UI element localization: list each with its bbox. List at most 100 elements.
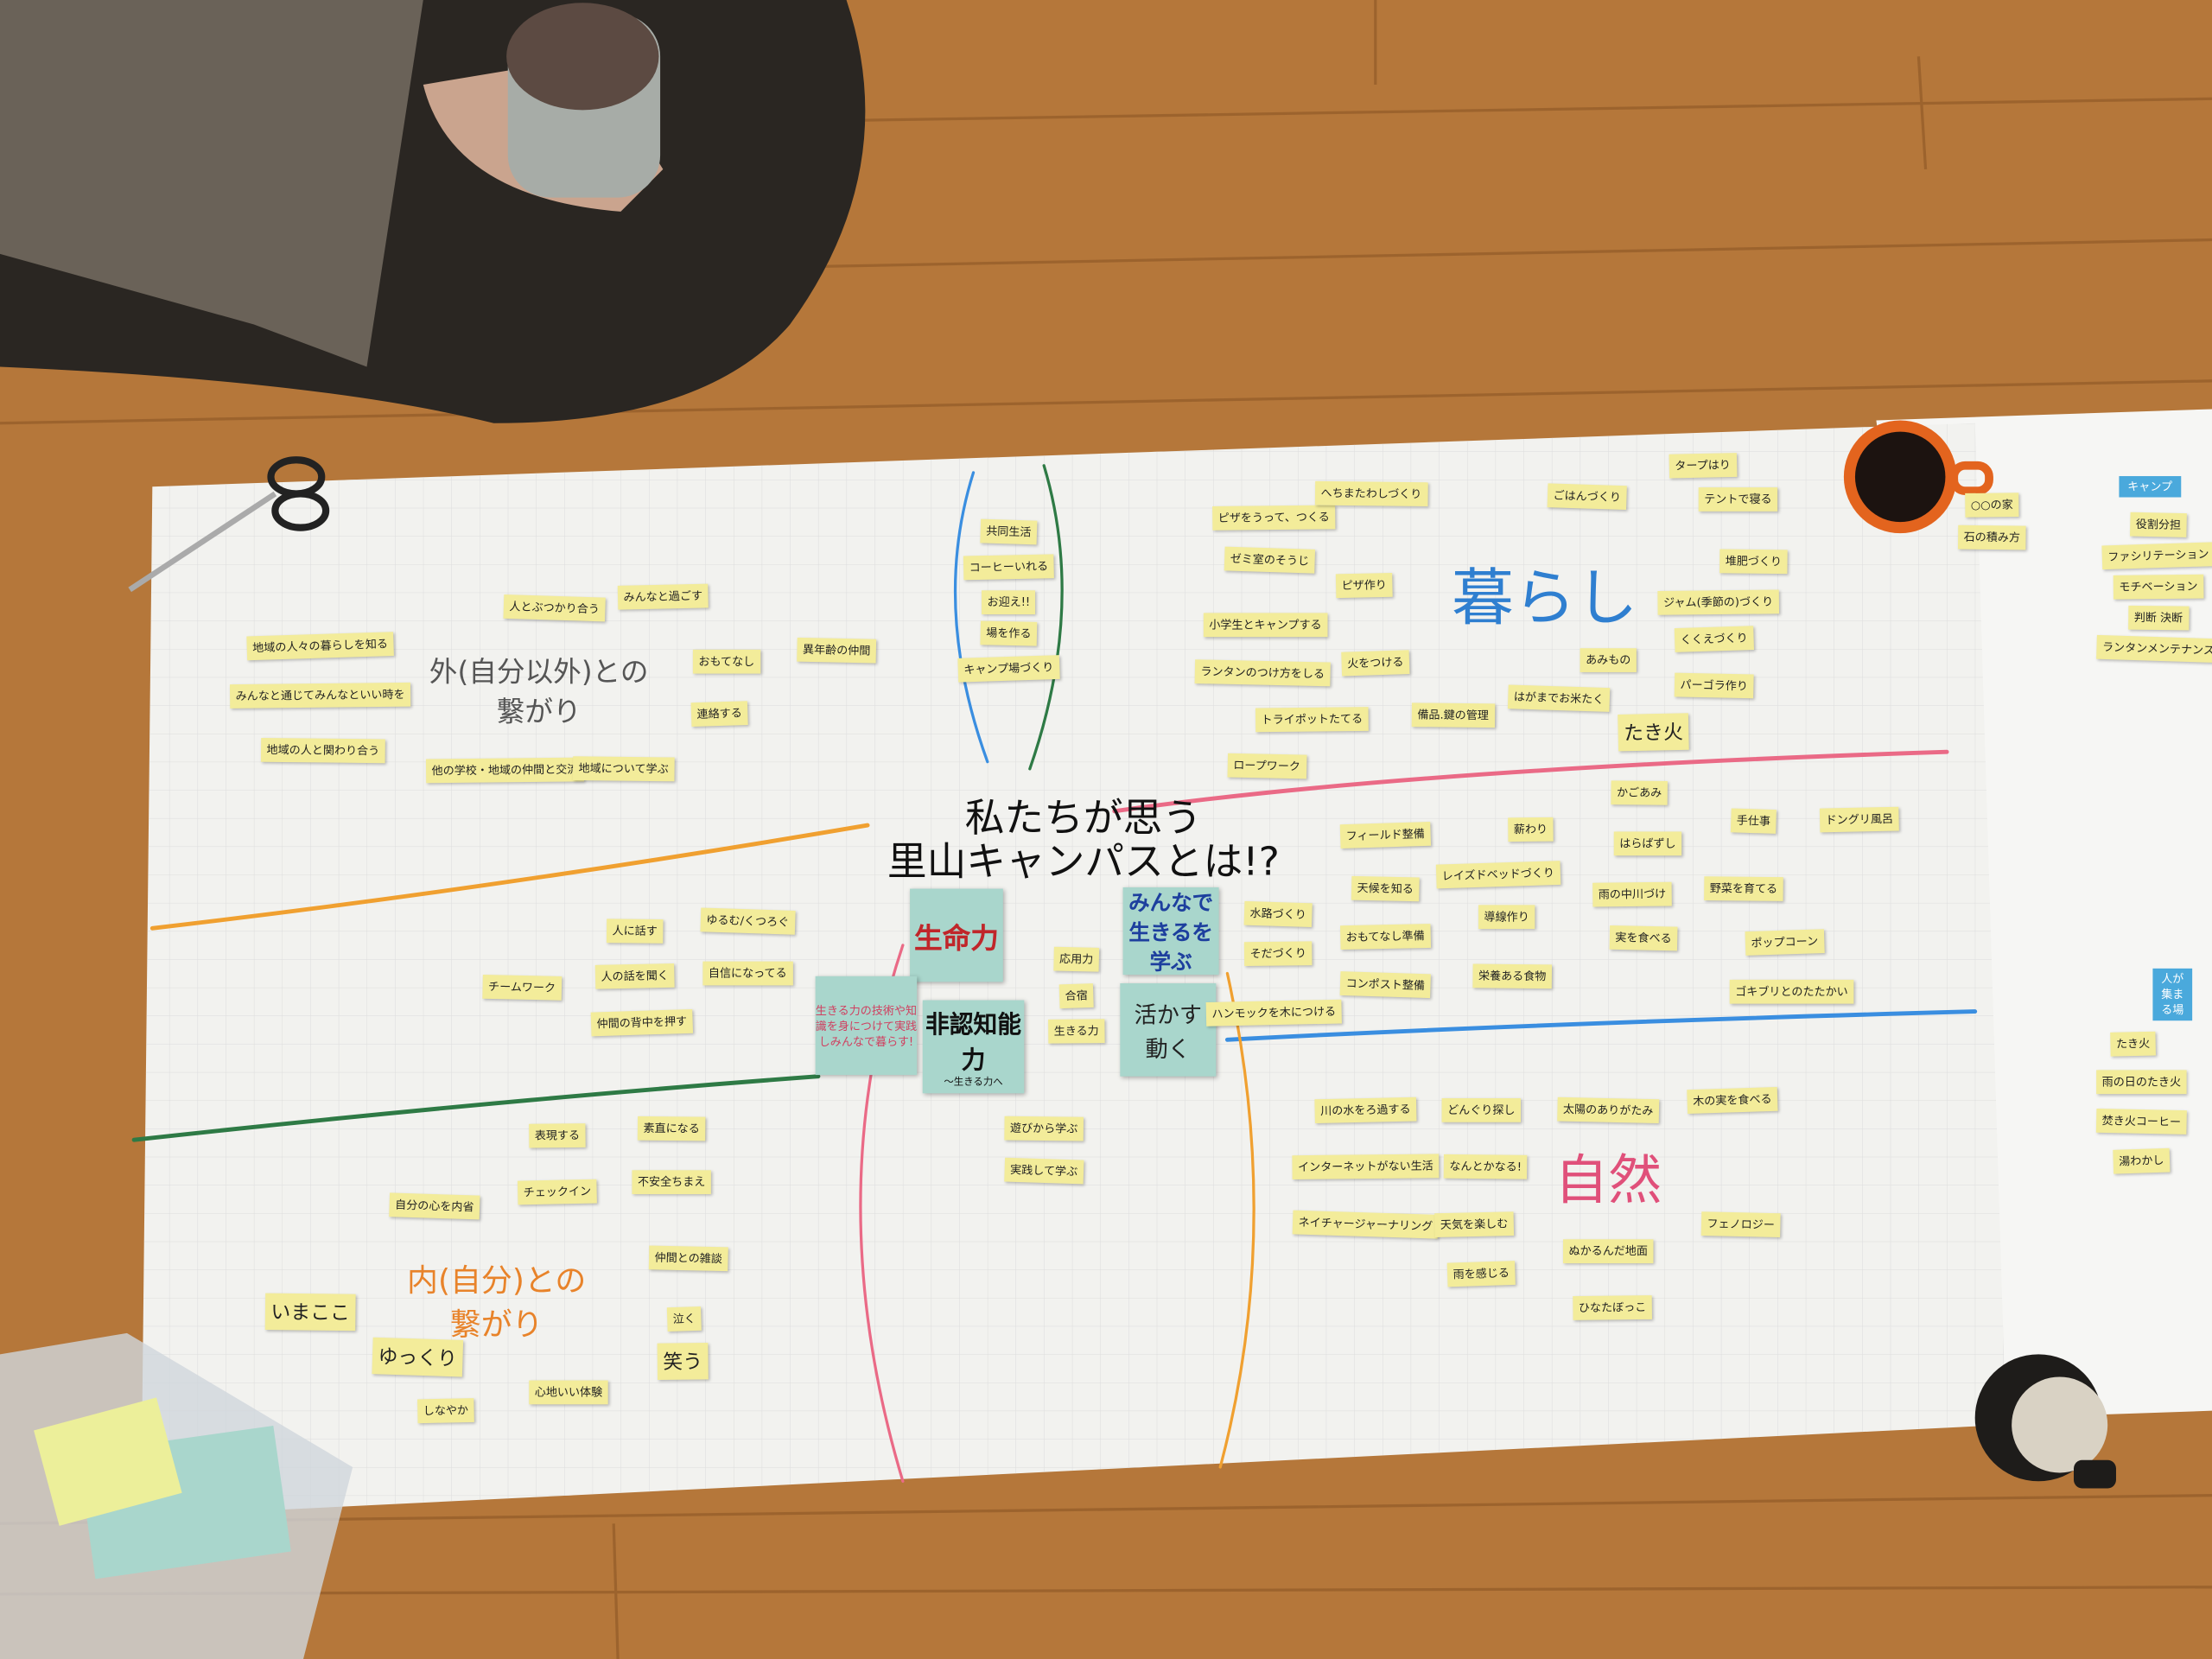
sticky-note[interactable]: コーヒーいれる <box>963 554 1054 581</box>
sticky-note[interactable]: ぬかるんだ地面 <box>1562 1239 1654 1264</box>
plastic-bag-supplies[interactable] <box>0 1332 353 1659</box>
sticky-note[interactable]: 仲間の背中を押す <box>590 1008 694 1037</box>
sticky-note[interactable]: 心地いい体験 <box>529 1380 608 1405</box>
sticky-note[interactable]: 火をつける <box>1341 650 1410 677</box>
sticky-note[interactable]: ポップコーン <box>1745 929 1825 956</box>
sticky-note[interactable]: ひなたぼっこ <box>1573 1295 1652 1320</box>
sticky-note[interactable]: 太陽のありがたみ <box>1557 1096 1660 1124</box>
sticky-note[interactable]: 人とぶつかり合う <box>503 594 606 622</box>
sticky-note[interactable]: モチベーション <box>2113 574 2204 600</box>
sticky-note[interactable]: 備品.鍵の管理 <box>1411 702 1495 728</box>
sticky-note[interactable]: どんぐり探し <box>1441 1098 1521 1122</box>
sticky-note[interactable]: お迎え!! <box>981 590 1036 615</box>
black-mug[interactable] <box>1974 1354 2116 1489</box>
sticky-note[interactable]: ランタンメンテナンス <box>2096 634 2212 664</box>
sticky-note[interactable]: フェノロジー <box>1700 1211 1781 1237</box>
sticky-note[interactable]: 地域の人と関わり合う <box>260 737 385 764</box>
sticky-note[interactable]: みんなと過ごす <box>617 583 709 610</box>
sticky-note[interactable]: かごあみ <box>1611 780 1668 805</box>
sticky-note[interactable]: レイズドベッドづくり <box>1435 861 1560 889</box>
sticky-note[interactable]: 自信になってる <box>702 961 793 986</box>
sticky-note[interactable]: 雨の中川づけ <box>1592 881 1672 907</box>
sticky-note[interactable]: 湯わかし <box>2113 1147 2171 1174</box>
sticky-note[interactable]: はがまでお米たく <box>1507 684 1611 712</box>
sticky-note[interactable]: いまここ <box>264 1293 356 1332</box>
sticky-note[interactable]: 素直になる <box>637 1116 706 1141</box>
sticky-note[interactable]: 判断 決断 <box>2128 605 2189 631</box>
sticky-note[interactable]: 地域について学ぶ <box>572 756 675 782</box>
sticky-note[interactable]: 焚き火コーヒー <box>2095 1108 2187 1135</box>
sticky-note[interactable]: ネイチャージャーナリング <box>1292 1210 1440 1239</box>
sticky-note[interactable]: ゆるむ/くつろぐ <box>700 907 796 935</box>
sticky-note[interactable]: ドングリ風呂 <box>1819 806 1899 833</box>
sticky-note[interactable]: くくえづくり <box>1674 626 1754 652</box>
sticky-note[interactable]: 仲間との雑談 <box>648 1245 728 1272</box>
sticky-note[interactable]: ファシリテーション <box>2101 542 2212 570</box>
sticky-note[interactable]: みんなと通じてみんなといい時を <box>229 682 411 709</box>
sticky-note[interactable]: 自分の心を内省 <box>389 1192 480 1220</box>
sticky-note[interactable]: ゴキブリとのたたかい <box>1729 979 1854 1004</box>
sticky-note[interactable]: 笑う <box>657 1342 709 1381</box>
sticky-note[interactable]: 天気を楽しむ <box>1434 1211 1515 1237</box>
sticky-note[interactable]: フィールド整備 <box>1339 822 1431 849</box>
sticky-note[interactable]: 生きる力 <box>1048 1019 1105 1044</box>
sticky-note[interactable]: コンポスト整備 <box>1339 971 1431 999</box>
sticky-note[interactable]: チェックイン <box>517 1179 597 1205</box>
scissors-icon[interactable] <box>128 456 330 593</box>
sticky-note[interactable]: 雨の日のたき火 <box>2096 1070 2187 1095</box>
sticky-note[interactable]: 人の話を聞く <box>594 963 675 989</box>
sticky-note[interactable]: ランタンのつけ方をしる <box>1194 659 1331 687</box>
sticky-note[interactable]: ゼミ室のそうじ <box>1224 546 1316 574</box>
sticky-note[interactable]: 栄養ある食物 <box>1472 963 1553 989</box>
sticky-note[interactable]: ピザ作り <box>1335 572 1393 599</box>
sticky-note[interactable]: ピザをうって、つくる <box>1212 505 1336 531</box>
sticky-note[interactable]: 役割分担 <box>2130 512 2187 537</box>
sticky-note[interactable]: 薪わり <box>1508 817 1554 842</box>
sticky-note[interactable]: キャンプ場づくり <box>957 655 1060 683</box>
sticky-note[interactable]: はらばずし <box>1613 831 1682 856</box>
sticky-note[interactable]: 合宿 <box>1058 983 1094 1009</box>
sticky-note[interactable]: ハンモックを木につける <box>1205 999 1342 1027</box>
sticky-note[interactable]: 異年齢の仲間 <box>797 637 877 664</box>
sticky-note[interactable]: パーゴラ作り <box>1674 672 1754 699</box>
sticky-note[interactable]: テントで寝る <box>1698 487 1778 512</box>
sticky-note[interactable]: トライポットたてる <box>1255 707 1369 733</box>
sticky-note[interactable]: ごはんづくり <box>1547 483 1627 510</box>
sticky-note[interactable]: ゆっくり <box>372 1337 464 1377</box>
sticky-note[interactable]: 遊びから学ぶ <box>1004 1116 1084 1141</box>
sticky-note[interactable]: しなやか <box>416 1398 474 1424</box>
sticky-note[interactable]: 野菜を育てる <box>1704 876 1783 901</box>
sticky-note[interactable]: おもてなし準備 <box>1339 924 1431 950</box>
sticky-note[interactable]: 泣く <box>666 1306 702 1332</box>
sticky-note[interactable]: 人に話す <box>606 918 664 944</box>
sticky-note[interactable]: 連絡する <box>690 701 748 728</box>
sticky-note[interactable]: ロープワーク <box>1227 753 1306 779</box>
sticky-note[interactable]: 堆肥づくり <box>1719 549 1788 575</box>
sticky-note[interactable]: 実践して学ぶ <box>1004 1157 1084 1185</box>
sticky-note[interactable]: 石の積み方 <box>1957 524 2026 550</box>
sticky-note[interactable]: 川の水をろ過する <box>1314 1096 1417 1124</box>
sticky-note[interactable]: タープはり <box>1669 453 1737 479</box>
sticky-note[interactable]: 地域の人々の暮らしを知る <box>246 632 394 661</box>
sticky-note[interactable]: 実を食べる <box>1609 925 1678 951</box>
sticky-note[interactable]: 場を作る <box>980 620 1038 646</box>
sticky-note[interactable]: 水路づくり <box>1243 900 1313 928</box>
sticky-note[interactable]: たき火 <box>2110 1031 2156 1057</box>
sticky-note[interactable]: インターネットがない生活 <box>1292 1154 1440 1179</box>
sticky-note[interactable]: 不安全ちまえ <box>632 1170 711 1195</box>
sticky-note[interactable]: 小学生とキャンプする <box>1203 613 1328 638</box>
sticky-note[interactable]: へちまたわしづくり <box>1314 480 1428 506</box>
sticky-note[interactable]: たき火 <box>1618 713 1689 752</box>
sticky-note[interactable]: そだづくり <box>1243 941 1313 966</box>
sticky-note[interactable]: 手仕事 <box>1730 808 1777 834</box>
sticky-note[interactable]: 木の実を食べる <box>1687 1086 1778 1114</box>
sticky-note[interactable]: あみもの <box>1580 648 1637 672</box>
sticky-note[interactable]: チームワーク <box>482 975 562 1001</box>
sticky-note[interactable]: ○○の家 <box>1965 493 2019 518</box>
sticky-note[interactable]: 表現する <box>529 1123 586 1148</box>
sticky-note[interactable]: ジャム(季節の)づくり <box>1657 589 1779 615</box>
sticky-note[interactable]: 応用力 <box>1053 946 1100 972</box>
sticky-note[interactable]: 共同生活 <box>980 518 1038 545</box>
sticky-note[interactable]: 天候を知る <box>1351 875 1420 902</box>
orange-mug[interactable] <box>1843 420 1993 534</box>
